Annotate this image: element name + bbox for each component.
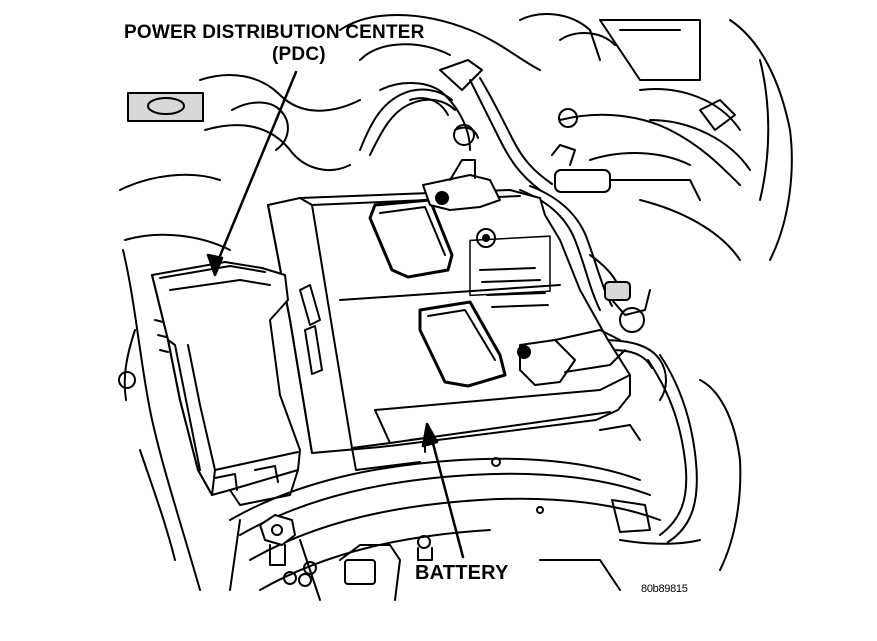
pdc-arrowhead — [206, 253, 224, 277]
battery-arrowhead — [421, 422, 439, 448]
leader-arrows — [206, 70, 465, 559]
pdc-box — [151, 261, 301, 506]
wiring-harness — [359, 59, 698, 543]
pdc-label-line1: POWER DISTRIBUTION CENTER — [124, 22, 425, 43]
battery-label: BATTERY — [415, 562, 509, 584]
battery-terminals — [422, 159, 626, 386]
lower-body-structure — [229, 424, 701, 601]
pdc-leader-line — [213, 70, 298, 270]
battery-leader-line — [428, 430, 465, 559]
figure-id: 80b89815 — [641, 583, 688, 595]
pdc-label-line2: (PDC) — [272, 44, 326, 65]
battery-body — [267, 189, 631, 471]
